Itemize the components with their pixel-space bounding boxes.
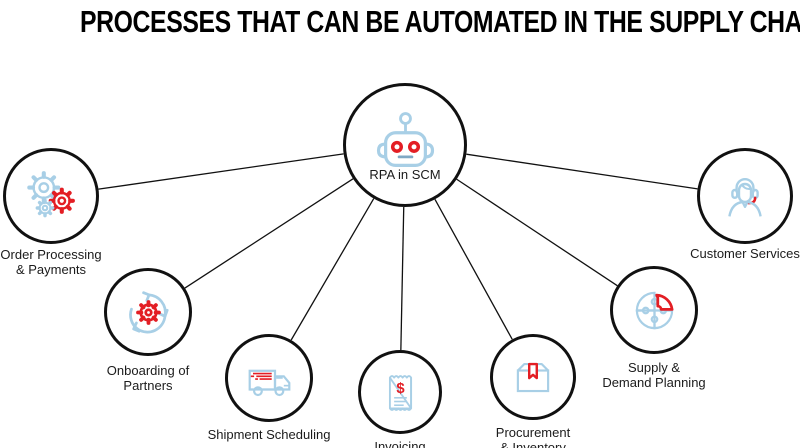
edge-customer-services xyxy=(466,153,698,190)
customer-services-circle[interactable] xyxy=(697,148,793,244)
edge-onboarding-partners xyxy=(184,178,354,289)
customer-services-label: Customer Services xyxy=(690,246,800,261)
page-title: PROCESSES THAT CAN BE AUTOMATED IN THE S… xyxy=(80,4,800,39)
node-shipment-scheduling[interactable] xyxy=(225,334,313,422)
node-supply-demand-planning[interactable] xyxy=(610,266,698,354)
shipment-scheduling-label: Shipment Scheduling xyxy=(207,427,331,442)
edge-procurement xyxy=(434,198,513,340)
refresh-gear-icon xyxy=(121,285,176,340)
onboarding-partners-label: Onboarding of Partners xyxy=(106,363,190,393)
svg-text:$: $ xyxy=(396,381,405,397)
order-processing-circle[interactable] xyxy=(3,148,99,244)
invoice-icon: $ xyxy=(374,366,427,419)
procurement-circle[interactable] xyxy=(490,334,576,420)
rpa-in-scm-label: RPA in SCM xyxy=(369,167,441,182)
edge-order-processing xyxy=(98,153,344,190)
box-icon xyxy=(506,350,560,404)
node-procurement[interactable] xyxy=(490,334,576,420)
truck-icon xyxy=(242,351,297,406)
invoicing-circle[interactable]: $ xyxy=(358,350,442,434)
rpa-in-scm-circle[interactable] xyxy=(343,83,467,207)
edge-shipment-scheduling xyxy=(290,198,375,341)
robot-icon xyxy=(370,110,441,181)
edge-supply-demand-planning xyxy=(456,178,618,287)
gears-icon xyxy=(21,166,81,226)
supply-demand-planning-circle[interactable] xyxy=(610,266,698,354)
node-onboarding-partners[interactable] xyxy=(104,268,192,356)
node-rpa-in-scm[interactable] xyxy=(343,83,467,207)
shipment-scheduling-circle[interactable] xyxy=(225,334,313,422)
headset-agent-icon xyxy=(715,166,775,226)
order-processing-label: Order Processing & Payments xyxy=(0,247,102,277)
procurement-label: Procurement & Inventory xyxy=(495,425,571,448)
puzzle-icon xyxy=(627,283,682,338)
edge-invoicing xyxy=(400,206,405,351)
node-customer-services[interactable] xyxy=(697,148,793,244)
node-invoicing[interactable]: $ xyxy=(358,350,442,434)
invoicing-label: Invoicing xyxy=(374,439,426,448)
onboarding-partners-circle[interactable] xyxy=(104,268,192,356)
node-order-processing[interactable] xyxy=(3,148,99,244)
supply-demand-planning-label: Supply & Demand Planning xyxy=(602,360,706,390)
